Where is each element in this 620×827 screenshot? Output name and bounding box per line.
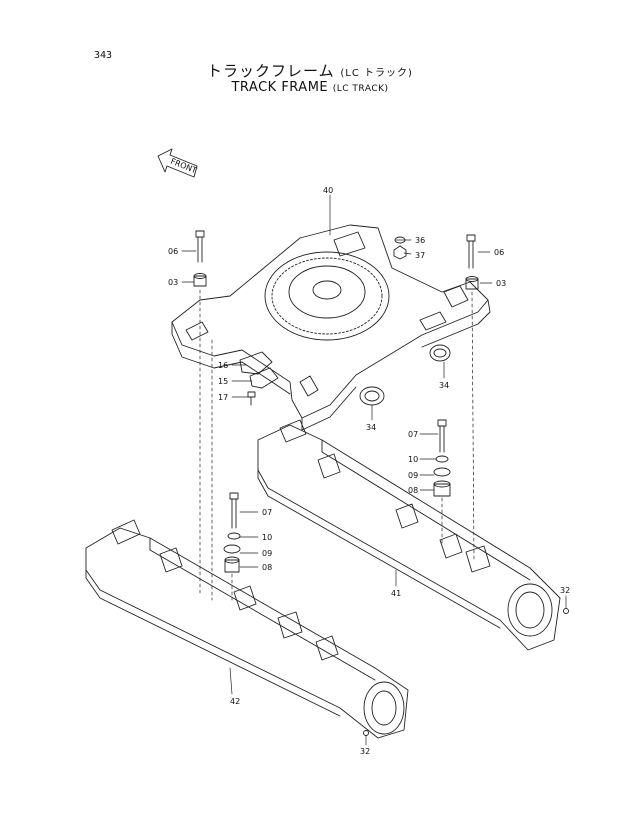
washer-10-left	[227, 532, 241, 540]
pin-32-right	[563, 608, 569, 614]
bolt-07-left	[229, 492, 239, 529]
title-english-sub: (LC TRACK)	[332, 84, 389, 94]
rubber-mount-34-right	[429, 344, 451, 362]
part-label-10-left: 10	[262, 533, 272, 542]
track-frame-42	[85, 519, 409, 739]
part-label-09-left: 09	[262, 549, 272, 558]
part-label-06-right: 06	[494, 248, 504, 257]
part-label-42: 42	[230, 697, 240, 706]
bolt-06-right	[466, 234, 476, 269]
title-japanese-main: トラックフレーム	[207, 62, 335, 80]
part-label-07-left: 07	[262, 508, 272, 517]
pin-32-left	[363, 730, 369, 736]
part-label-32-right: 32	[560, 586, 570, 595]
part-label-08-right: 08	[408, 486, 418, 495]
track-frame-41	[257, 419, 561, 651]
part-label-32-left: 32	[360, 747, 370, 756]
part-label-34-right: 34	[439, 381, 449, 390]
plate-09-left	[223, 544, 241, 554]
part-label-40: 40	[323, 186, 333, 195]
nut-37	[393, 245, 407, 260]
cover-plate-16-15	[239, 351, 279, 389]
part-label-10-right: 10	[408, 455, 418, 464]
part-label-37: 37	[415, 251, 425, 260]
part-label-07-right: 07	[408, 430, 418, 439]
part-label-09-right: 09	[408, 471, 418, 480]
part-label-36: 36	[415, 236, 425, 245]
part-label-16: 16	[218, 361, 228, 370]
part-label-03-right: 03	[496, 279, 506, 288]
leader-lines	[181, 194, 567, 746]
part-label-34-center: 34	[366, 423, 376, 432]
front-arrow: FRONT	[157, 148, 198, 178]
alignment-lines	[199, 289, 475, 601]
part-label-06-left: 06	[168, 247, 178, 256]
upper-frame-40	[171, 224, 491, 431]
spacer-03-right	[465, 276, 479, 290]
part-label-08-left: 08	[262, 563, 272, 572]
bolt-07-right	[437, 419, 447, 453]
spacer-03-left	[193, 273, 207, 287]
part-label-03-left: 03	[168, 278, 178, 287]
washer-10-right	[435, 455, 449, 463]
part-label-17: 17	[218, 393, 228, 402]
spacer-08-left	[224, 556, 240, 573]
title-japanese: トラックフレーム (LC トラック)	[0, 60, 620, 81]
plate-09-right	[433, 467, 451, 477]
part-label-41: 41	[391, 589, 401, 598]
part-labels: 40 36 37 06 03 06 03 16 15 17 34 34 07 1…	[168, 186, 570, 756]
rubber-mount-34-center	[359, 386, 385, 406]
bolt-06-left	[195, 230, 205, 263]
page-number: 343	[94, 50, 113, 61]
bolt-17	[247, 391, 256, 406]
title-english-main: TRACK FRAME	[231, 80, 329, 95]
spacer-08-right	[433, 480, 451, 497]
title-english: TRACK FRAME (LC TRACK)	[0, 80, 620, 95]
part-label-15: 15	[218, 377, 228, 386]
title-japanese-sub: (LC トラック)	[340, 68, 413, 79]
